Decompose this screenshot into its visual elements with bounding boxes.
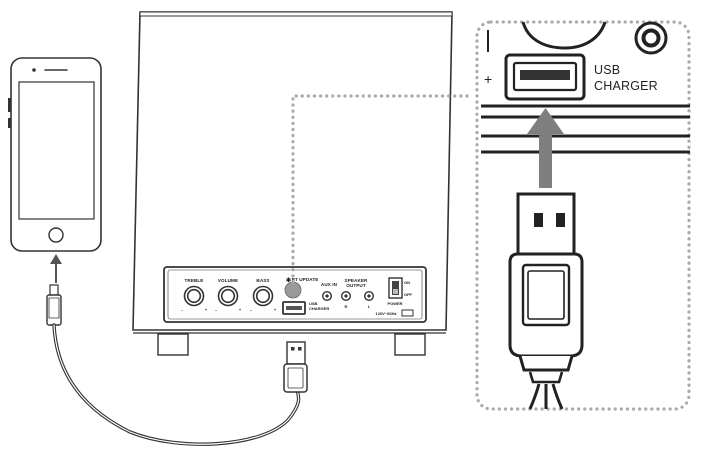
svg-text:OFF: OFF [404, 292, 413, 297]
micro-usb-plug [46, 284, 62, 326]
bass-label: BASS [256, 278, 269, 283]
bluetooth-icon: ✱ [286, 277, 291, 284]
zoom-charger-label: CHARGER [594, 79, 658, 93]
phone-arrow [50, 254, 62, 283]
voltage-label: 120V~60Hz [375, 311, 396, 316]
rear-control-panel: TREBLE – + VOLUME – + BASS – + ✱ BT UPDA… [163, 266, 427, 323]
svg-text:L: L [368, 304, 371, 309]
bt-update-label: BT UPDATE [292, 277, 319, 282]
zoom-callout: + USB CHARGER [475, 20, 691, 411]
insert-arrow [527, 108, 564, 188]
svg-text:+: + [239, 307, 242, 312]
svg-text:–: – [215, 307, 218, 312]
usb-a-plug [283, 341, 308, 393]
bt-update-button[interactable] [284, 281, 302, 299]
smartphone [8, 57, 102, 252]
treble-label: TREBLE [185, 278, 204, 283]
zoom-usb-plug [508, 192, 584, 410]
right-foot [394, 333, 426, 356]
svg-text:POWER: POWER [387, 301, 402, 306]
home-button [48, 227, 64, 243]
svg-text:–: – [181, 307, 184, 312]
aux-in-label: AUX IN [321, 282, 338, 287]
svg-text:+: + [205, 307, 208, 312]
svg-text:+: + [484, 71, 492, 87]
svg-text:OUTPUT: OUTPUT [346, 283, 366, 288]
svg-text:USB: USB [309, 301, 318, 306]
svg-text:–: – [250, 307, 253, 312]
svg-text:ON: ON [404, 280, 410, 285]
svg-text:+: + [274, 307, 277, 312]
power-inlet [401, 309, 414, 317]
zoom-usb-label: USB [594, 63, 620, 77]
svg-text:R: R [345, 304, 348, 309]
volume-label: VOLUME [218, 278, 238, 283]
callout-dotted-line [291, 94, 475, 284]
svg-text:SPEAKER: SPEAKER [345, 278, 368, 283]
left-foot [157, 333, 189, 356]
svg-text:CHARGER: CHARGER [309, 306, 329, 311]
